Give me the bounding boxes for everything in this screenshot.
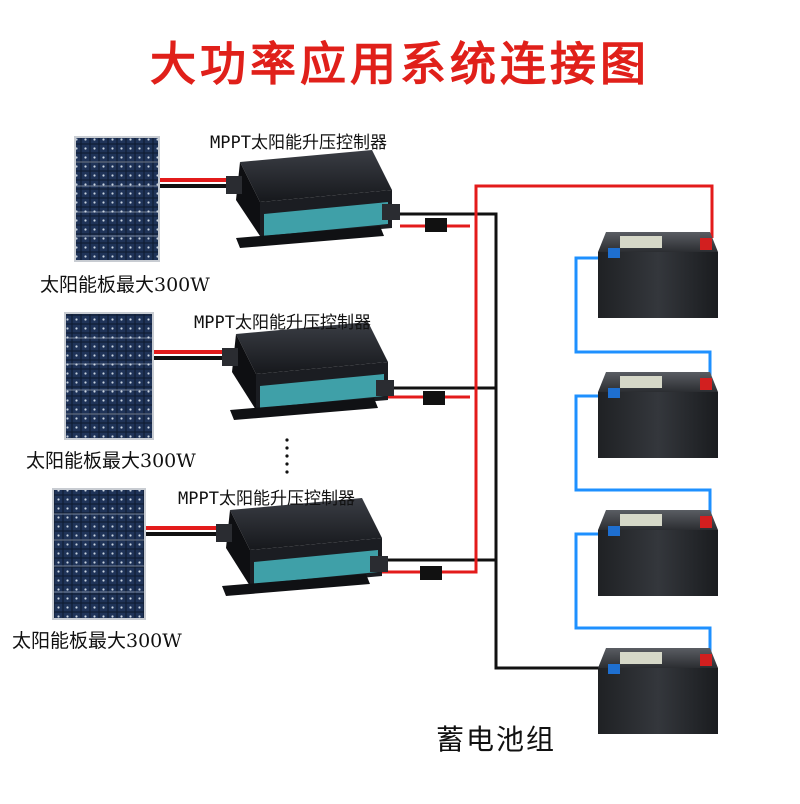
solar-panel — [64, 312, 154, 440]
battery — [598, 510, 718, 596]
solar-panel — [74, 136, 160, 262]
panel-wires — [146, 178, 234, 536]
panel-label: 太阳能板最大300W — [26, 450, 196, 472]
battery — [598, 648, 718, 734]
solar-panel — [52, 488, 146, 620]
fuse-blocks — [420, 218, 447, 580]
panel-label: 太阳能板最大300W — [40, 274, 210, 296]
panel-label: 太阳能板最大300W — [12, 630, 182, 652]
battery — [598, 232, 718, 318]
continuation-dots — [285, 438, 289, 474]
negative-bus — [378, 212, 600, 670]
battery-bank-label: 蓄电池组 — [436, 723, 557, 756]
controller-label: MPPT太阳能升压控制器 — [210, 133, 387, 153]
battery — [598, 372, 718, 458]
mppt-controller — [222, 322, 394, 420]
controller-label: MPPT太阳能升压控制器 — [194, 313, 371, 333]
mppt-controller — [216, 498, 388, 596]
battery-series-links — [574, 256, 712, 652]
diagram-title: 大功率应用系统连接图 — [150, 37, 650, 91]
mppt-controller — [226, 150, 400, 248]
controller-label: MPPT太阳能升压控制器 — [178, 489, 355, 509]
